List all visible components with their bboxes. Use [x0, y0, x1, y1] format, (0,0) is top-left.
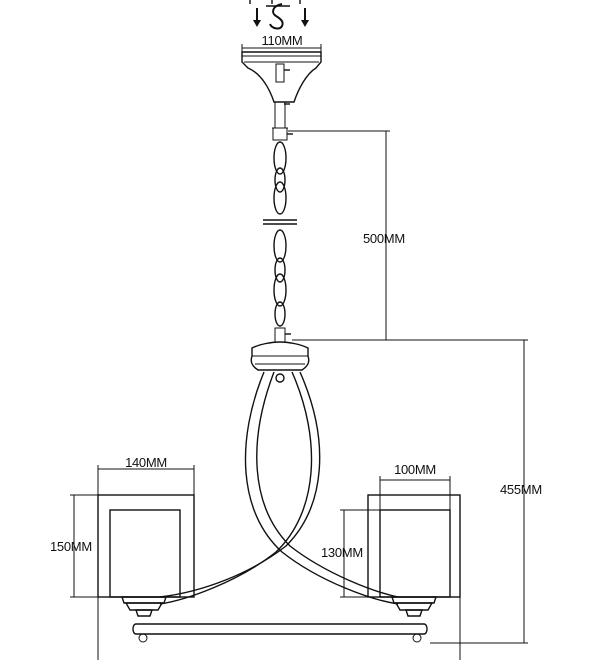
- dimension-body-height: 455MM: [308, 339, 542, 644]
- right-lamp: [367, 494, 461, 617]
- screw-left-icon: [253, 8, 261, 27]
- right-shade-height-label: 130MM: [321, 545, 363, 560]
- central-hub: [250, 341, 310, 383]
- right-shade-width-label: 100MM: [394, 462, 436, 477]
- dimension-chain-length: 500MM: [288, 130, 405, 341]
- dimension-left-shade-height: 150MM: [50, 494, 122, 598]
- mounting-hardware: [249, 0, 309, 30]
- right-shade-inner: [379, 509, 451, 598]
- left-lamp: [97, 494, 195, 617]
- chain: [263, 141, 297, 343]
- dimension-canopy-width: 110MM: [241, 33, 322, 52]
- left-shade-height-label: 150MM: [50, 539, 92, 554]
- dimension-right-shade-width: 100MM: [379, 462, 461, 660]
- chain-length-label: 500MM: [363, 231, 405, 246]
- left-shade-inner: [109, 509, 181, 598]
- screw-right-icon: [301, 8, 309, 27]
- body-height-label: 455MM: [500, 482, 542, 497]
- left-shade-width-label: 140MM: [125, 455, 167, 470]
- ceiling-hook-icon: [266, 3, 290, 30]
- ceiling-canopy: [241, 51, 322, 141]
- dimension-left-shade-width: 140MM: [97, 455, 195, 660]
- canopy-width-label: 110MM: [262, 33, 303, 48]
- lamp-frame: [132, 371, 428, 643]
- dimension-right-shade-height: 130MM: [321, 509, 392, 598]
